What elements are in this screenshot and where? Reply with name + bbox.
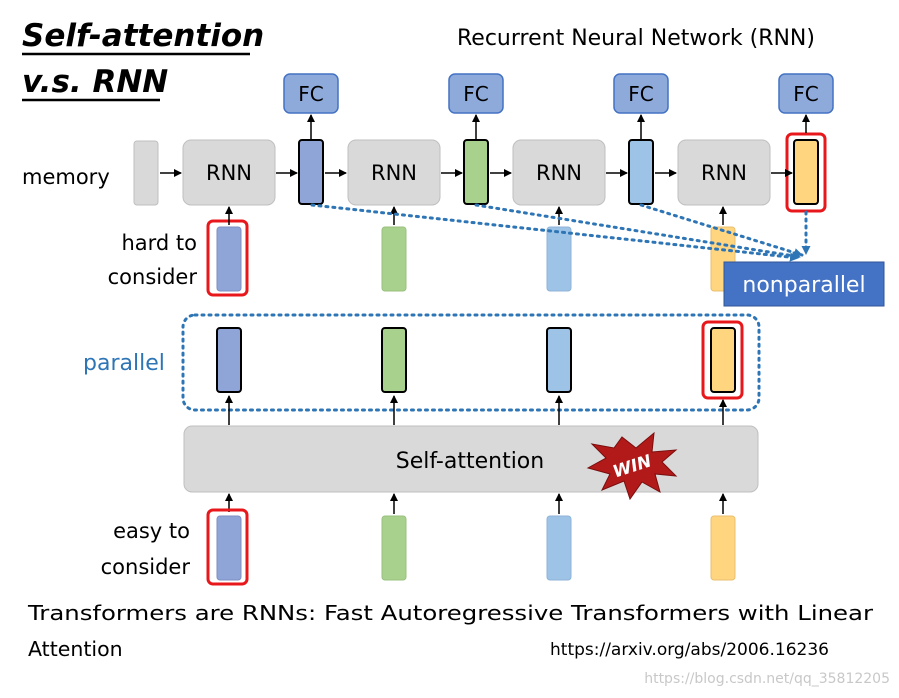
fc-arrows — [307, 114, 810, 139]
rnn-input-highlight — [206, 219, 249, 297]
rnn-output-vector — [463, 139, 489, 205]
nonparallel-badge: nonparallel — [723, 261, 885, 307]
self-attention-input-vector — [381, 515, 407, 581]
self-attention-input-vector — [216, 515, 242, 581]
self-attention-input-vector — [546, 515, 572, 581]
self-attention-output-arrows — [225, 395, 727, 425]
self-attention-input-vector — [710, 515, 736, 581]
paper-url: https://arxiv.org/abs/2006.16236 — [550, 640, 829, 660]
fc-block: FC — [448, 73, 504, 114]
rnn-input-arrows — [225, 206, 727, 225]
self-attention-output-highlight — [701, 320, 744, 400]
svg-text:RNN: RNN — [371, 161, 417, 185]
self-attention-output-vector — [546, 327, 572, 393]
rnn-block: RNN — [347, 139, 441, 206]
fc-block: FC — [613, 73, 669, 114]
slide-title-line1: Self-attention — [22, 18, 264, 54]
rnn-input-vector — [381, 226, 407, 292]
svg-text:RNN: RNN — [701, 161, 747, 185]
svg-text:FC: FC — [463, 82, 488, 106]
win-starburst: WIN — [586, 431, 678, 501]
fc-block: FC — [283, 73, 339, 114]
rnn-input-vector — [546, 226, 572, 292]
svg-text:nonparallel: nonparallel — [742, 273, 865, 298]
paper-title-line2: Attention — [28, 637, 123, 661]
dependency-arrows — [310, 203, 811, 262]
rnn-output-vector — [793, 139, 819, 205]
rnn-output-vector — [628, 139, 654, 205]
rnn-input-vector — [216, 226, 242, 292]
easy-to-consider-line2: consider — [101, 555, 191, 579]
hard-to-consider-line1: hard to — [121, 231, 197, 255]
self-attention-output-vector — [381, 327, 407, 393]
svg-text:RNN: RNN — [536, 161, 582, 185]
fc-block: FC — [778, 73, 834, 114]
rnn-block: RNN — [677, 139, 771, 206]
self-attention-output-vector — [710, 327, 736, 393]
svg-text:FC: FC — [793, 82, 818, 106]
initial-memory-block — [133, 140, 159, 206]
self-attention-input-arrows — [225, 493, 727, 514]
svg-text:Self-attention: Self-attention — [396, 449, 544, 474]
self-attention-input-highlight — [206, 508, 249, 586]
svg-text:FC: FC — [298, 82, 323, 106]
rnn-output-vector — [298, 139, 324, 205]
self-attention-output-vector — [216, 327, 242, 393]
watermark: https://blog.csdn.net/qq_35812205 — [644, 671, 890, 687]
hard-to-consider-line2: consider — [108, 265, 198, 289]
easy-to-consider-line1: easy to — [113, 519, 190, 543]
parallel-label: parallel — [83, 351, 165, 376]
rnn-block: RNN — [182, 139, 276, 206]
rnn-block: RNN — [512, 139, 606, 206]
svg-text:FC: FC — [628, 82, 653, 106]
slide-title-line2: v.s. RNN — [22, 64, 168, 100]
parallel-group-outline — [181, 313, 761, 412]
paper-title-line1: Transformers are RNNs: Fast Autoregressi… — [27, 601, 874, 625]
self-attention-block: Self-attention — [183, 425, 759, 493]
memory-label: memory — [22, 165, 110, 189]
rnn-heading: Recurrent Neural Network (RNN) — [457, 26, 815, 51]
svg-text:RNN: RNN — [206, 161, 252, 185]
